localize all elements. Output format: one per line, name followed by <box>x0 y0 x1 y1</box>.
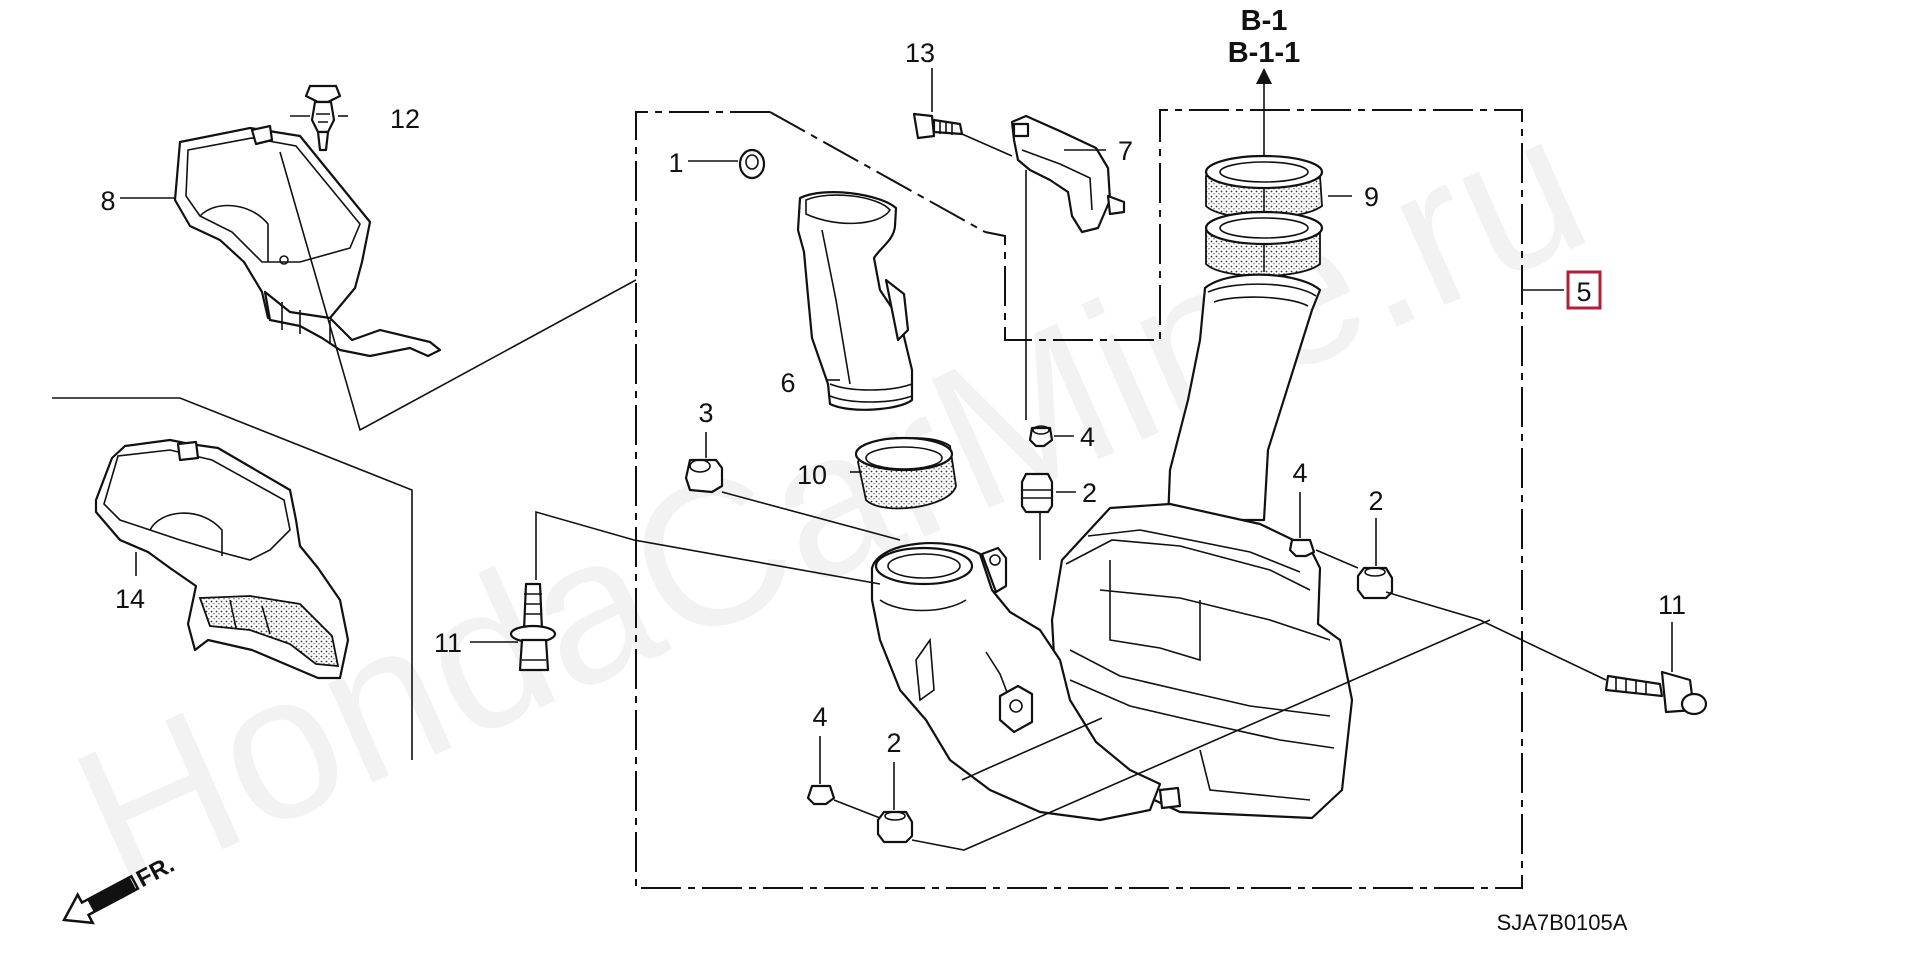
part-5-air-cleaner-assembly <box>870 273 1354 822</box>
assembly-label-text: 5 <box>1576 277 1591 307</box>
part-4-bolt-upper <box>1028 425 1054 448</box>
diagram-code: SJA7B0105A <box>1497 910 1628 935</box>
part-2-grommet-lower <box>876 810 914 844</box>
part-4-bolt-lower <box>806 784 836 806</box>
label-part-3: 3 <box>698 398 713 428</box>
label-part-14: 14 <box>115 584 145 614</box>
section-line-lower <box>52 397 413 760</box>
assembly-label-5: 5 <box>1566 270 1602 310</box>
label-part-6: 6 <box>780 368 795 398</box>
leader-duct-cover <box>279 151 637 432</box>
label-part-4-right: 4 <box>1292 458 1307 488</box>
label-part-8: 8 <box>100 186 115 216</box>
label-part-10: 10 <box>797 460 827 490</box>
part-10-rubber-tube <box>854 436 957 510</box>
reference-arrow <box>1256 68 1272 108</box>
label-part-11-right: 11 <box>1658 590 1686 620</box>
reference-b1: B-1 <box>1241 5 1288 37</box>
reference-b1-1: B-1-1 <box>1228 37 1301 69</box>
part-4-bolt-right <box>1288 538 1316 558</box>
part-2-grommet-right <box>1356 566 1394 600</box>
part-12-clip <box>304 84 342 152</box>
assembly-boundary <box>635 109 1523 889</box>
leader-lines <box>120 68 1673 851</box>
part-2-grommet-upper <box>1020 472 1054 514</box>
label-part-9: 9 <box>1364 182 1379 212</box>
label-part-2-lower: 2 <box>886 728 901 758</box>
label-part-1: 1 <box>668 148 683 178</box>
label-part-2-right: 2 <box>1368 486 1383 516</box>
part-8-duct-cover <box>173 124 442 358</box>
part-1-grommet <box>738 148 766 180</box>
label-part-4-lower: 4 <box>812 702 827 732</box>
label-part-7: 7 <box>1118 136 1133 166</box>
part-11-bolt-left <box>509 582 557 672</box>
part-13-bolt <box>912 112 964 140</box>
part-6-intake-tube <box>796 191 914 411</box>
part-14-lower-duct <box>94 438 350 680</box>
part-7-bracket <box>1010 114 1126 234</box>
label-part-11-left: 11 <box>434 628 462 658</box>
label-part-2-upper: 2 <box>1082 478 1097 508</box>
label-part-4-upper: 4 <box>1080 422 1095 452</box>
part-11-bolt-right <box>1604 670 1708 716</box>
label-part-13: 13 <box>905 38 935 68</box>
label-part-12: 12 <box>390 104 420 134</box>
part-3-grommet <box>684 458 724 494</box>
upper-boundary-segment <box>769 111 986 233</box>
part-labels: 13 12 1 8 7 9 6 3 4 10 2 4 2 11 14 11 4 … <box>100 38 1686 758</box>
